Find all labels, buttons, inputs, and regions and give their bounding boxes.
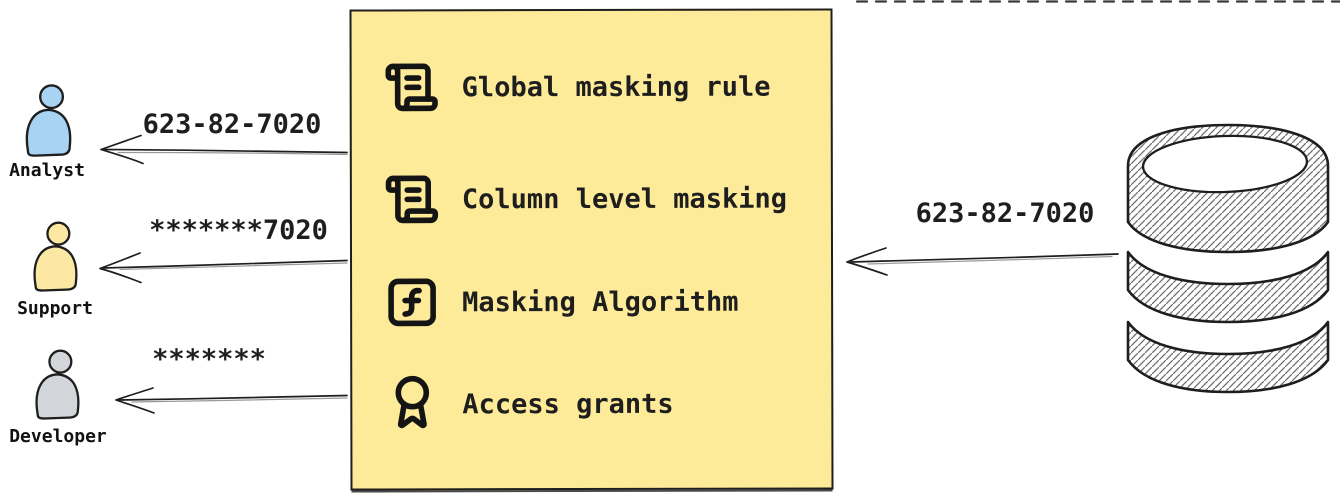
masking-rules-box: Global masking rule Column level masking… [349, 8, 834, 491]
arrow-box-to-developer [115, 387, 348, 414]
arrow-database-to-box [846, 247, 1119, 276]
database-outgoing-value: 623-82-7020 [915, 198, 1095, 229]
award-icon [395, 375, 430, 429]
arrow-box-to-analyst [100, 134, 348, 165]
masking-box-item-global-rule: Global masking rule [384, 57, 771, 118]
developer-label: Developer [9, 426, 107, 447]
developer-person-icon [35, 349, 80, 420]
developer-received-value: ******* [152, 344, 266, 375]
masking-box-item-label: Access grants [462, 388, 674, 420]
masking-box-item-column-masking: Column level masking [384, 169, 787, 230]
database-icon [1126, 123, 1330, 394]
support-received-value: *******7020 [149, 215, 328, 246]
masking-box-item-label: Column level masking [461, 183, 788, 215]
support-person-icon [33, 221, 78, 292]
function-square-icon [388, 278, 436, 327]
masking-box-item-label: Global masking rule [461, 71, 771, 103]
masking-box-item-algorithm: Masking Algorithm [384, 272, 738, 333]
support-label: Support [17, 298, 93, 319]
scroll-text-icon [385, 63, 438, 112]
analyst-label: Analyst [9, 160, 85, 181]
analyst-received-value: 623-82-7020 [142, 109, 322, 140]
masking-box-item-label: Masking Algorithm [462, 286, 739, 318]
analyst-person-icon [25, 84, 72, 157]
arrow-box-to-support [99, 252, 348, 284]
masking-box-item-access-grants: Access grants [384, 374, 674, 435]
scroll-text-icon [385, 175, 439, 224]
